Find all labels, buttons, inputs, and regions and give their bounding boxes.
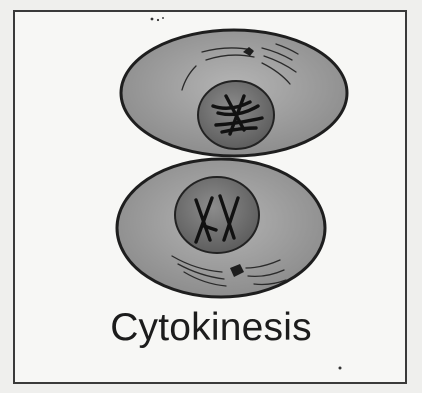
speck-marks bbox=[151, 17, 164, 21]
lower-daughter-cell bbox=[117, 159, 325, 297]
figure-caption: Cytokinesis bbox=[0, 306, 422, 350]
speck-dot bbox=[339, 367, 342, 370]
upper-daughter-cell bbox=[121, 30, 347, 156]
lower-nucleus bbox=[175, 177, 259, 253]
